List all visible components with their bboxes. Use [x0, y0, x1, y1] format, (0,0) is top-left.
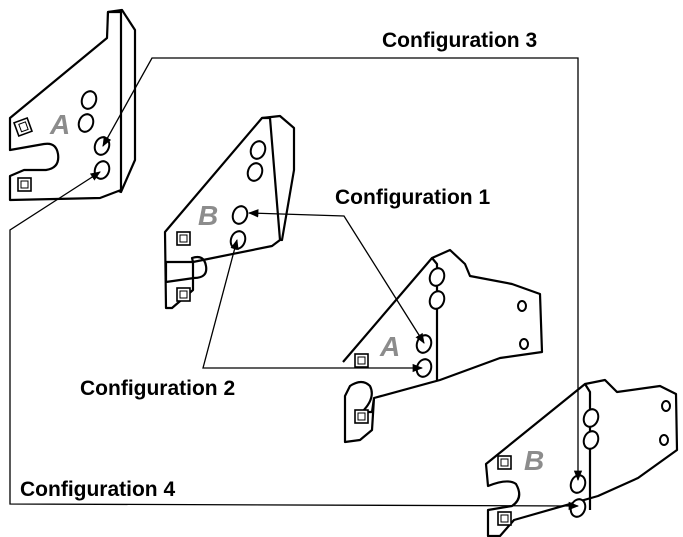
bracket-letter-a-1: A: [49, 109, 70, 140]
bracket-letter-a-2: A: [379, 331, 400, 362]
configuration-1-label: Configuration 1: [335, 186, 490, 209]
bracket-letter-b-1: B: [198, 200, 218, 231]
bracket-a-right: A: [342, 248, 544, 444]
configuration-2-label: Configuration 2: [80, 377, 235, 400]
bracket-b-center: B: [163, 114, 296, 310]
configuration-4-label: Configuration 4: [20, 478, 175, 501]
bracket-letter-b-2: B: [524, 445, 544, 476]
config3-connector: [102, 57, 583, 482]
bracket-b-bottom-right: B: [484, 378, 679, 537]
bracket-a-top-left: A: [8, 8, 137, 202]
config4-connector: [9, 171, 580, 511]
configuration-3-label: Configuration 3: [382, 29, 537, 52]
